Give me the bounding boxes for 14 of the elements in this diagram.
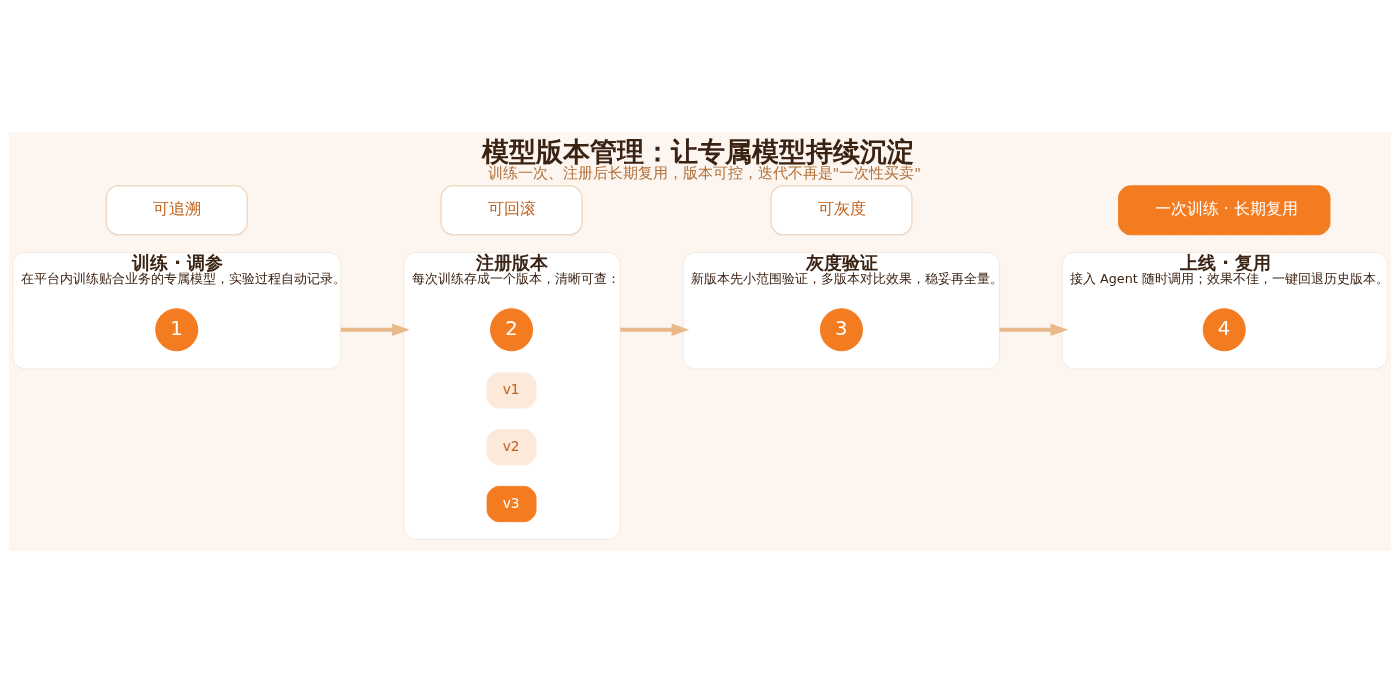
node-box: 可回滚 <box>440 185 583 236</box>
node-circle: 1 <box>155 308 199 352</box>
node-box: v3 <box>486 485 537 523</box>
node-box: 可灰度 <box>770 185 913 236</box>
node-box: v2 <box>486 429 537 466</box>
node-box: 一次训练 · 长期复用 <box>1118 185 1331 236</box>
node-box: 可追溯 <box>105 185 248 236</box>
node-circle: 2 <box>490 308 534 352</box>
node-circle: 3 <box>819 308 863 352</box>
arrow <box>340 323 410 336</box>
node-circle: 4 <box>1202 308 1246 352</box>
arrow <box>999 323 1069 336</box>
node-box: v1 <box>486 372 537 409</box>
arrow <box>620 323 690 336</box>
